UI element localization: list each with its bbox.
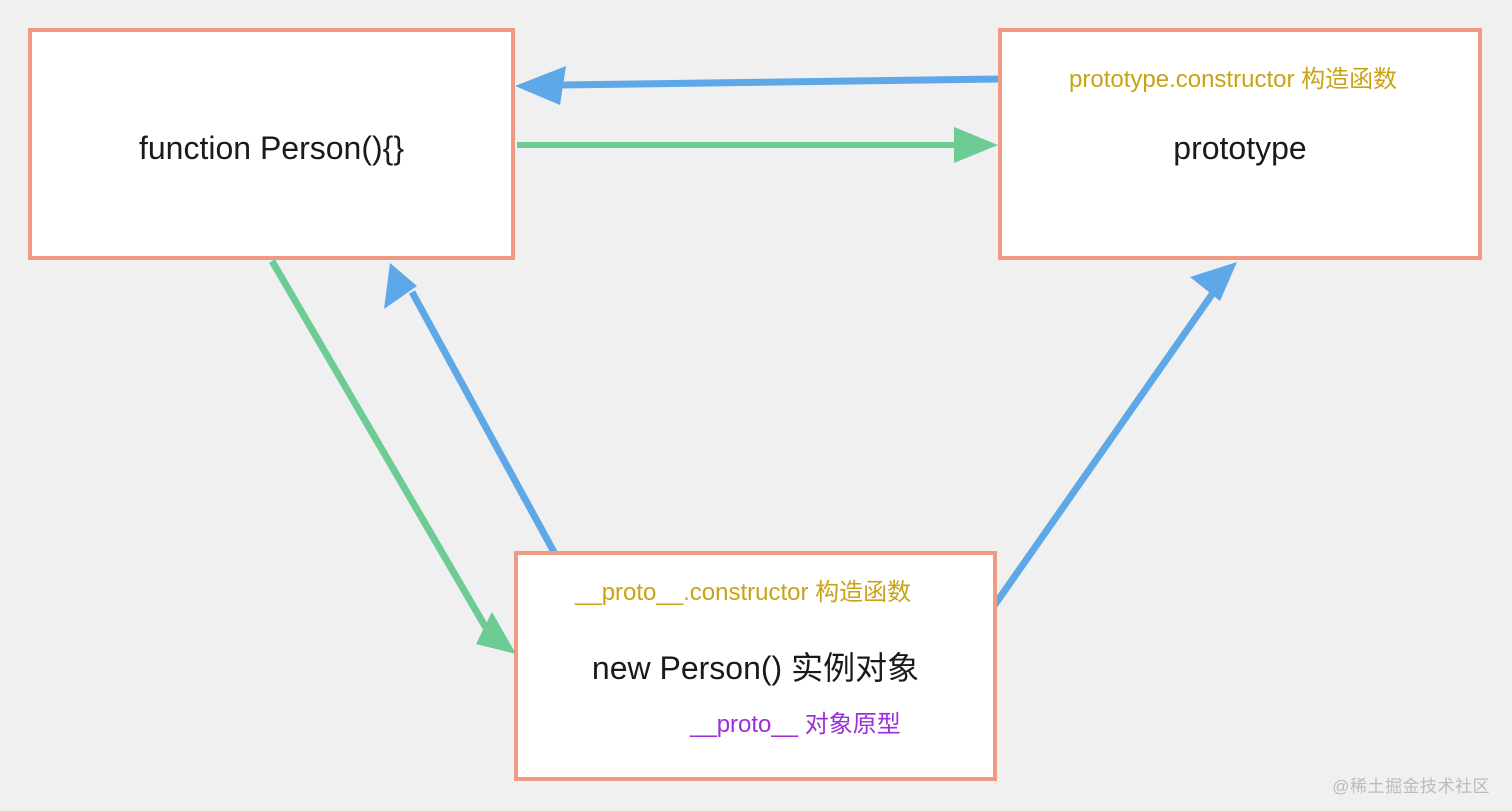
node-prototype[interactable]: prototype (998, 28, 1482, 260)
label-proto-object-prototype: __proto__ 对象原型 (690, 711, 901, 738)
label-proto-constructor: __proto__.constructor 构造函数 (575, 579, 912, 606)
node-function-person[interactable]: function Person(){} (28, 28, 515, 260)
watermark: @稀土掘金技术社区 (1332, 777, 1490, 796)
node-instance-object-title: new Person() 实例对象 (591, 650, 920, 686)
node-prototype-title: prototype (1173, 130, 1307, 166)
edge-person-new-to-instance (268, 259, 516, 654)
node-function-person-title: function Person(){} (138, 130, 405, 166)
node-instance-object[interactable]: new Person() 实例对象 (514, 551, 997, 781)
edge-person-prototype-to-prototype (517, 127, 998, 163)
label-prototype-constructor: prototype.constructor 构造函数 (1069, 66, 1398, 93)
edge-prototype-constructor-to-person (515, 66, 1070, 105)
edge-instance-proto-constructor-to-person (384, 263, 582, 598)
